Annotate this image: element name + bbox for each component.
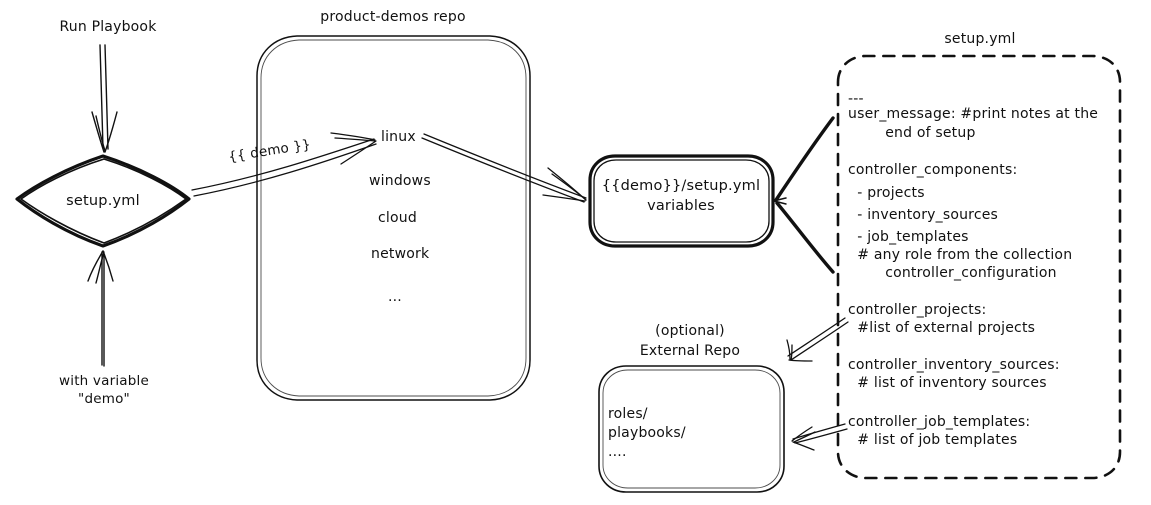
repo-item-cloud: cloud — [378, 210, 417, 226]
external-repo-item-roles: roles/ — [608, 406, 648, 422]
arrow-projects-to-external-repo — [786, 317, 849, 362]
demo-vars-label-line1: {{demo}}/setup.yml — [601, 178, 761, 194]
with-variable-label-line1: with variable — [59, 373, 149, 389]
yaml-line-any-role-comment: # any role from the collection — [848, 247, 1073, 263]
external-repo-item-ellipsis: .... — [608, 444, 627, 460]
yaml-line-controller-inventory-sources-comment: # list of inventory sources — [848, 375, 1047, 391]
run-playbook-label: Run Playbook — [59, 19, 157, 35]
setup-yml-diamond-label: setup.yml — [66, 193, 140, 209]
repo-item-linux: linux — [381, 129, 416, 145]
arrow-job-templates-to-external-repo — [791, 423, 848, 451]
setup-yml-dashed-box-shape — [836, 54, 1122, 480]
external-repo-item-playbooks: playbooks/ — [608, 425, 686, 441]
repo-item-ellipsis: ... — [388, 289, 402, 305]
arrow-linux-to-demo-vars — [421, 133, 587, 203]
product-demos-repo-title: product-demos repo — [320, 9, 466, 25]
yaml-line-controller-job-templates: controller_job_templates: — [848, 414, 1031, 430]
arrow-setup-to-linux — [191, 132, 377, 197]
external-repo-title-line2: External Repo — [639, 343, 741, 359]
external-repo-box-shape — [598, 365, 785, 493]
yaml-line-controller-projects: controller_projects: — [848, 302, 987, 318]
with-variable-label-line2: "demo" — [78, 391, 130, 407]
connector-setupyml-to-demo-vars — [774, 116, 835, 274]
yaml-line-projects: - projects — [848, 185, 925, 201]
demo-vars-label-line2: variables — [647, 198, 715, 214]
yaml-line-controller-inventory-sources: controller_inventory_sources: — [848, 357, 1060, 373]
yaml-line-user-message: user_message: #print notes at the — [848, 106, 1099, 122]
arrow-run-playbook-to-setup — [91, 44, 118, 153]
yaml-line-controller-configuration: controller_configuration — [848, 265, 1057, 281]
yaml-line-controller-components: controller_components: — [848, 162, 1018, 178]
product-demos-repo-shape — [256, 35, 531, 401]
external-repo-title-line1: (optional) — [655, 323, 725, 339]
yaml-line-controller-job-templates-comment: # list of job templates — [848, 432, 1018, 448]
yaml-line-controller-projects-comment: #list of external projects — [848, 320, 1036, 336]
repo-item-network: network — [371, 246, 430, 262]
repo-item-windows: windows — [369, 173, 431, 189]
setup-yml-diamond-shape — [15, 154, 191, 248]
yaml-line-inventory-sources: - inventory_sources — [848, 207, 999, 223]
yaml-line-job-templates: - job_templates — [848, 229, 969, 245]
demo-vars-box-shape — [588, 154, 775, 248]
yaml-line-doc-start: --- — [848, 91, 864, 107]
connector-setupyml-to-demo-vars-arrowhead — [773, 197, 787, 205]
arrow-with-variable-to-setup — [87, 250, 114, 367]
setup-yml-file-title: setup.yml — [944, 31, 1016, 47]
yaml-line-user-message-cont: end of setup — [848, 125, 976, 141]
